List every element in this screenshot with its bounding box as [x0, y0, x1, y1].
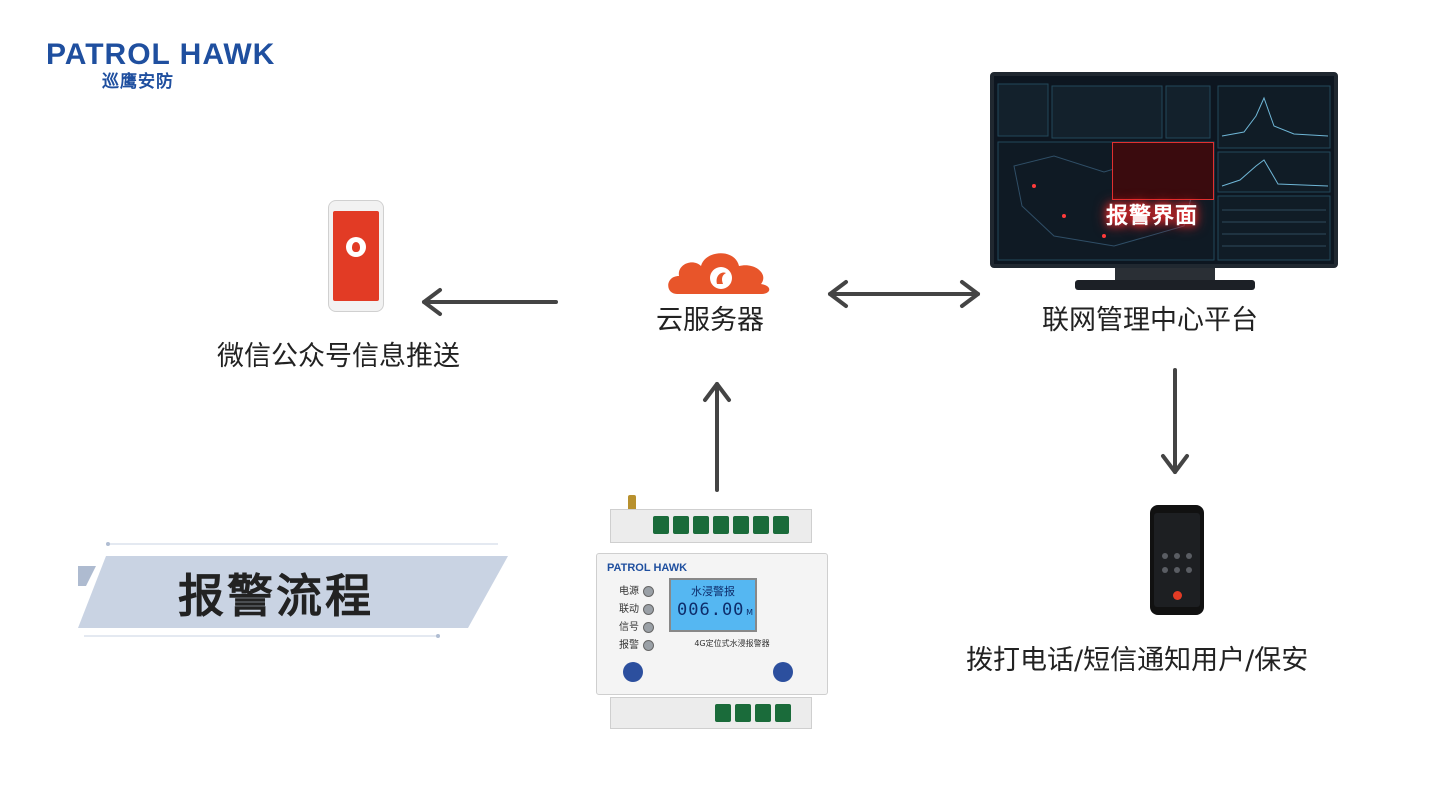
monitor-stand: [1115, 268, 1215, 282]
device-lcd: 水浸警报 006.00 M: [669, 578, 757, 632]
app-logo-icon: [346, 237, 366, 257]
logo-chinese-name: 巡鹰安防: [102, 72, 174, 92]
device-left-button: [623, 662, 643, 682]
lcd-value: 006.00: [677, 600, 745, 620]
led-icon: [643, 585, 654, 597]
water-leak-alarm-device: PATROL HAWK 水浸警报 006.00 M 电源 联动 信号 报警 4G…: [596, 495, 828, 735]
device-brand: PATROL HAWK: [607, 562, 688, 574]
led-linkage: 联动: [619, 600, 654, 615]
brand-logo: PATROL HAWK 巡鹰安防: [46, 38, 306, 98]
wechat-phone-image: [328, 200, 384, 312]
alarm-screen-label: 报警界面: [1106, 204, 1199, 229]
device-right-button: [773, 662, 793, 682]
cloud-server-label: 云服务器: [656, 305, 764, 336]
arrowhead-platform: [960, 280, 980, 308]
led-signal: 信号: [619, 618, 654, 633]
arrowhead-phone: [1161, 454, 1189, 474]
led-icon: [643, 621, 654, 633]
led-icon: [643, 639, 654, 651]
led-alarm: 报警: [619, 636, 654, 651]
antenna-icon: [628, 495, 636, 511]
notify-label: 拨打电话/短信通知用户/保安: [966, 645, 1309, 676]
end-call-icon: [1173, 591, 1182, 600]
led-icon: [643, 603, 654, 615]
alarm-popup: [1112, 142, 1214, 200]
arrowhead-cloud-up: [703, 382, 731, 402]
arrowhead-cloud: [828, 280, 848, 308]
monitor-base: [1075, 280, 1255, 290]
platform-monitor-image: 报警界面: [990, 72, 1338, 268]
device-front-panel: PATROL HAWK 水浸警报 006.00 M 电源 联动 信号 报警 4G…: [596, 553, 828, 695]
dashboard-screen: [997, 83, 1331, 261]
lcd-status: 水浸警报: [691, 585, 735, 598]
wechat-label: 微信公众号信息推送: [217, 341, 460, 372]
platform-label: 联网管理中心平台: [1042, 305, 1258, 336]
cloud-icon: [668, 253, 770, 294]
lcd-unit: M: [746, 608, 753, 617]
device-model: 4G定位式水浸报警器: [694, 639, 770, 648]
title-banner: 报警流程: [78, 538, 508, 638]
call-phone-image: [1150, 505, 1204, 615]
device-bottom-terminals: [610, 697, 812, 729]
arrowhead-wechat: [422, 288, 442, 316]
device-top-terminals: [610, 509, 812, 543]
banner-title: 报警流程: [178, 569, 374, 623]
led-power: 电源: [619, 582, 654, 597]
logo-wordmark: PATROL HAWK: [46, 38, 276, 71]
